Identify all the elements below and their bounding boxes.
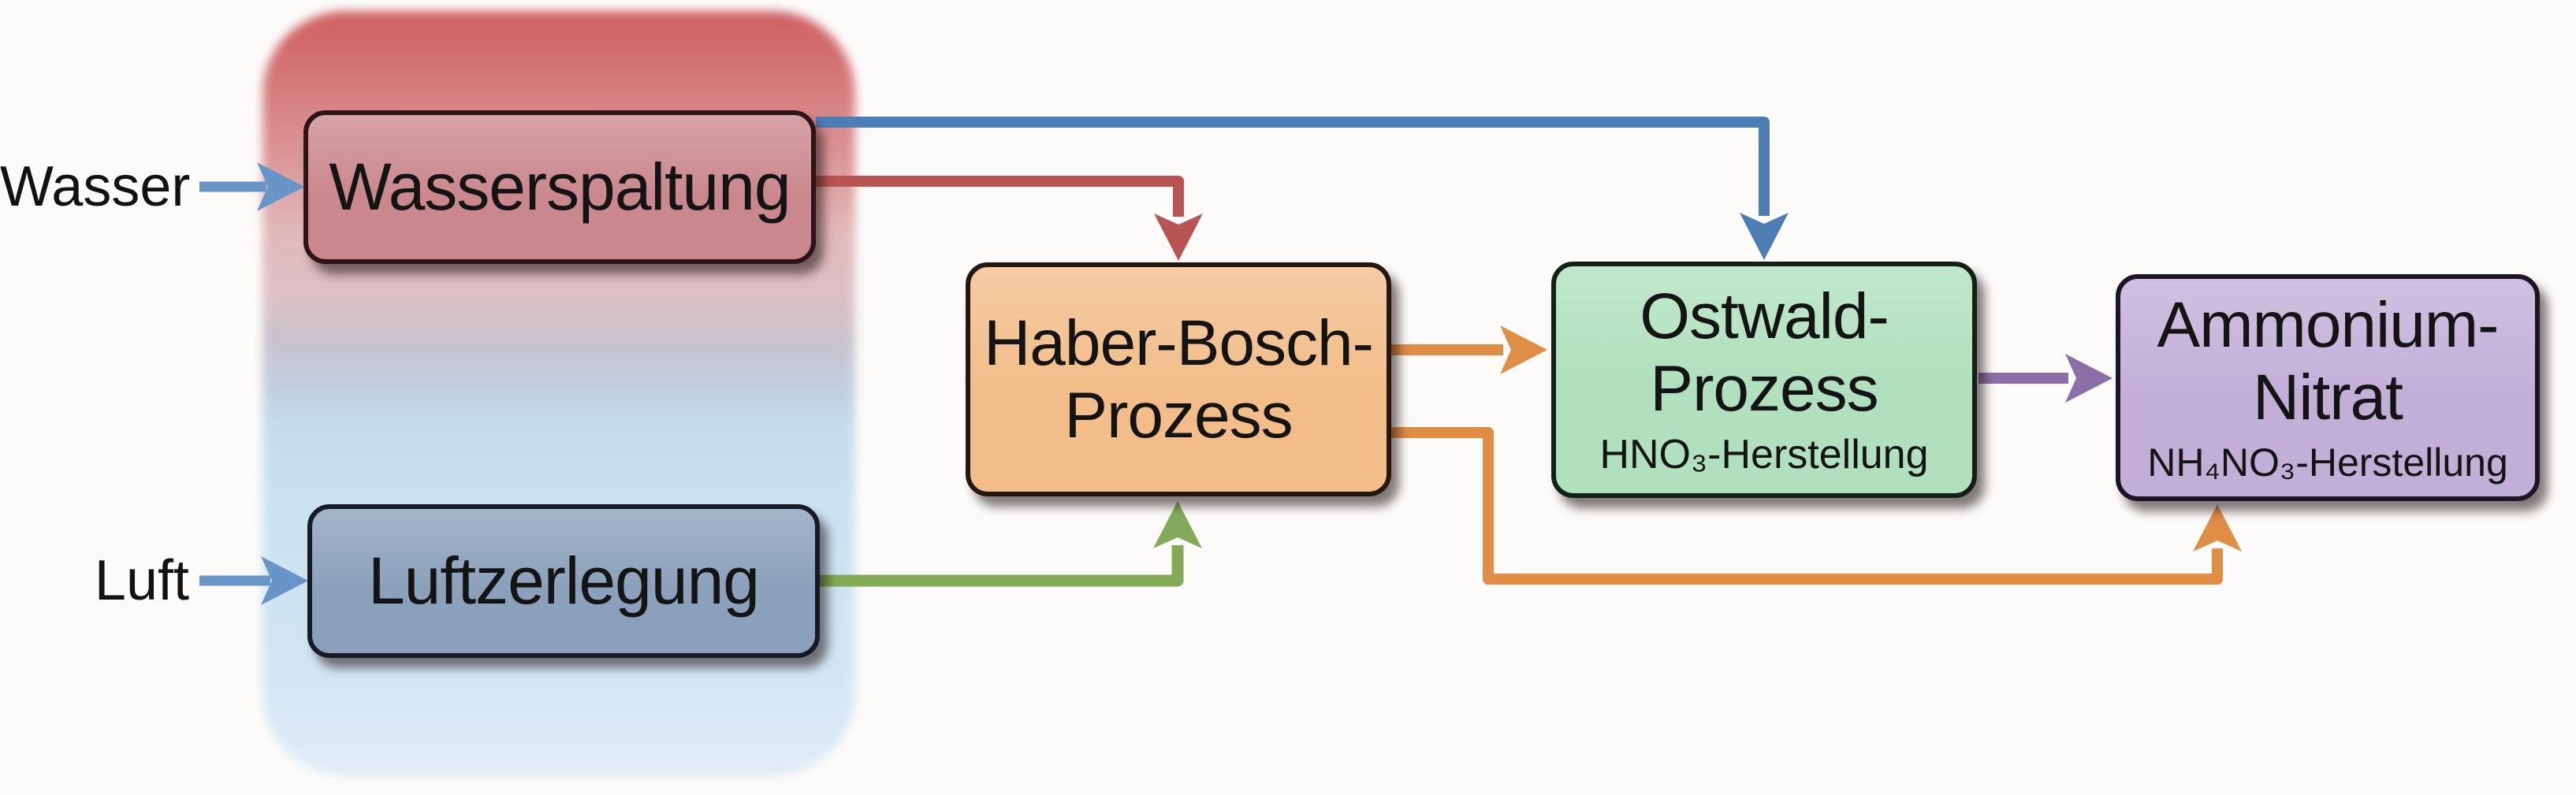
connector-ostwald-to-ammonium bbox=[1979, 354, 2113, 403]
connector-line bbox=[820, 545, 1184, 587]
box-label-line1: Ammonium- bbox=[2157, 289, 2500, 362]
connector-luftzerlegung-to-haber bbox=[820, 501, 1202, 587]
arrowhead bbox=[1154, 214, 1203, 261]
connector-line bbox=[816, 117, 1770, 216]
box-label: Luftzerlegung bbox=[367, 544, 760, 619]
box-sublabel: HNO₃-Herstellung bbox=[1599, 431, 1929, 477]
connector-wasserspaltung-to-ostwald bbox=[816, 117, 1789, 260]
box-label-line1: Ostwald- bbox=[1640, 280, 1889, 353]
process-box-haber-bosch: Haber-Bosch- Prozess bbox=[966, 262, 1391, 496]
product-box-ammonium-nitrat: Ammonium- Nitrat NH₄NO₃-Herstellung bbox=[2116, 274, 2540, 501]
connector-wasser-input bbox=[199, 162, 304, 211]
arrowhead bbox=[1740, 213, 1789, 260]
arrowhead bbox=[1153, 501, 1202, 548]
connector-haber-to-ostwald bbox=[1390, 325, 1547, 374]
connector-wasserspaltung-to-haber bbox=[816, 176, 1203, 261]
box-label: Wasserspaltung bbox=[329, 150, 791, 225]
process-box-luftzerlegung: Luftzerlegung bbox=[307, 504, 820, 658]
connector-luft-input bbox=[199, 556, 308, 605]
arrowhead bbox=[257, 162, 304, 211]
box-sublabel: NH₄NO₃-Herstellung bbox=[2147, 440, 2508, 485]
box-label-line2: Prozess bbox=[1064, 379, 1293, 451]
connector-haber-to-ammonium bbox=[1390, 427, 2242, 585]
arrowhead bbox=[1500, 325, 1547, 374]
process-box-ostwald: Ostwald- Prozess HNO₃-Herstellung bbox=[1551, 262, 1977, 498]
input-label-luft: Luft bbox=[94, 549, 189, 612]
connector-line bbox=[816, 176, 1184, 217]
connector-line bbox=[1390, 427, 2223, 585]
input-label-wasser: Wasser bbox=[0, 155, 191, 218]
box-label-line1: Haber-Bosch- bbox=[984, 306, 1374, 379]
arrowhead bbox=[2193, 504, 2242, 552]
box-label-line2: Prozess bbox=[1650, 353, 1878, 425]
arrowhead bbox=[2065, 354, 2113, 403]
box-label-line2: Nitrat bbox=[2253, 362, 2403, 434]
process-box-wasserspaltung: Wasserspaltung bbox=[303, 110, 816, 264]
arrowhead bbox=[261, 556, 308, 605]
